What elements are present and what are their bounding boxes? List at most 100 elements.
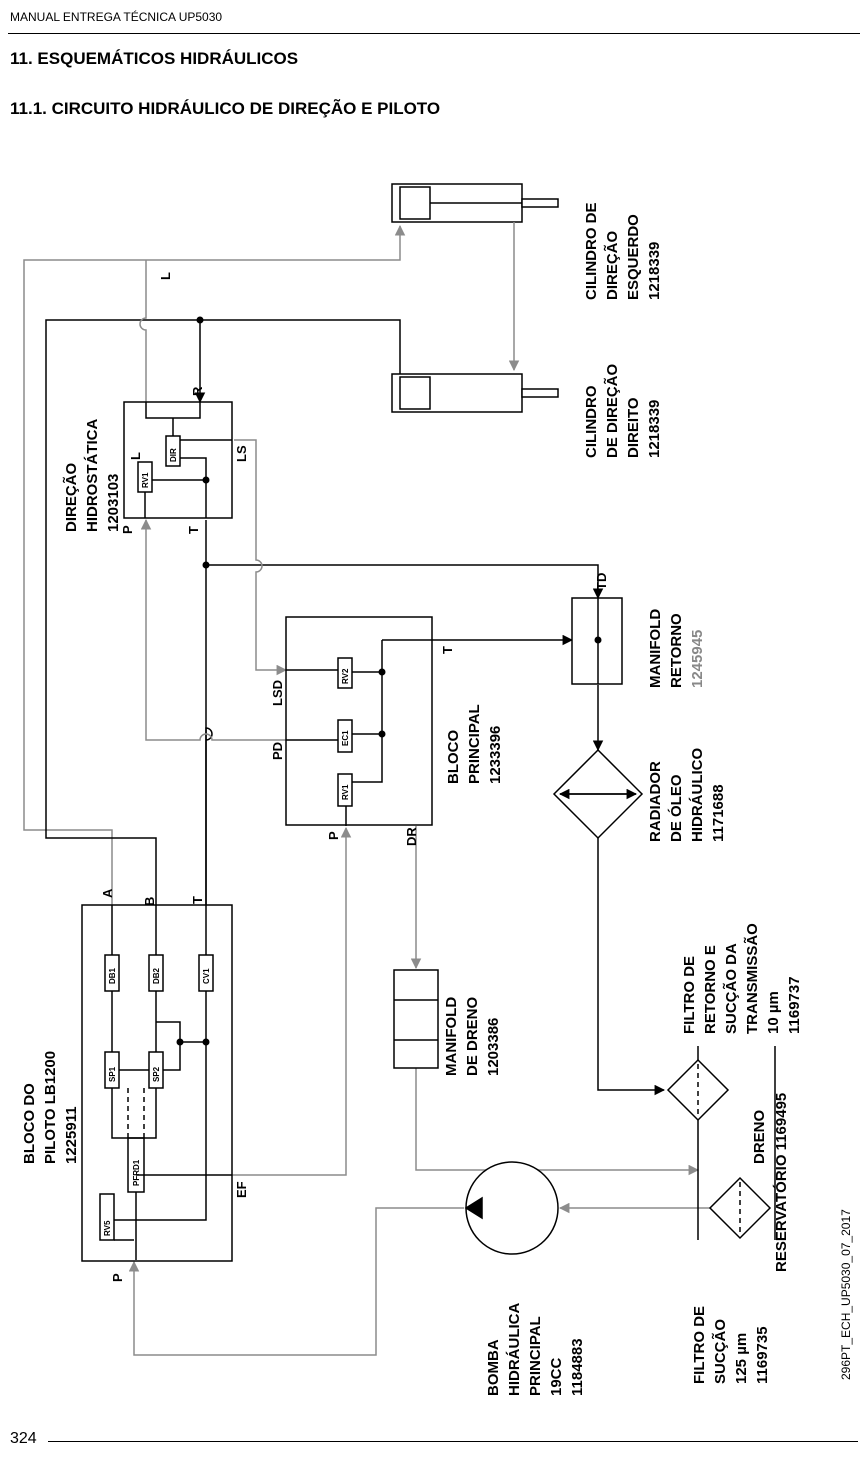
cyl-left-line2: DIREÇÃO xyxy=(603,230,621,300)
port-T-main: T xyxy=(440,646,455,654)
drain-manifold-line2: DE DRENO xyxy=(464,996,481,1076)
pump-line2: HIDRÁULICA xyxy=(506,1303,523,1396)
steering-line1: DIREÇÃO xyxy=(62,462,80,532)
document-code: 296PT_ECH_UP5030_07_2017 xyxy=(839,1209,853,1380)
svg-text:MANIFOLD RETORNO 1: MANIFOLD RETORNO 1245945 xyxy=(647,605,706,688)
port-T-pilot: T xyxy=(190,896,205,904)
suction-filter-line3: 125 µm xyxy=(733,1333,750,1384)
component-labels: CILINDRO DE DIREÇÃO ESQUERDO 1218339 CIL… xyxy=(21,198,853,1397)
svg-text:FILTRO DE RETORNO E: FILTRO DE RETORNO E SUCÇÃO DA TRANSMISSÃ… xyxy=(681,919,803,1034)
pump-line3: PRINCIPAL xyxy=(527,1316,544,1396)
radiator-line3: HIDRÁULICO xyxy=(689,748,706,842)
return-filter-line4: TRANSMISSÃO xyxy=(743,923,761,1034)
main-block-line2: PRINCIPAL xyxy=(466,704,483,784)
return-filter-line5: 10 µm xyxy=(765,991,782,1034)
valve-rv1-main: RV1 xyxy=(341,784,350,800)
drain-label: DRENO xyxy=(751,1109,768,1164)
cyl-left-line4: 1218339 xyxy=(646,242,663,300)
pilot-block-line3: 1225911 xyxy=(63,1106,80,1164)
port-T-steer: T xyxy=(186,526,201,534)
valve-db2: DB2 xyxy=(152,967,161,984)
suction-filter-line4: 1169735 xyxy=(754,1326,771,1384)
port-DR: DR xyxy=(404,827,419,846)
valve-ec1: EC1 xyxy=(341,730,350,746)
valve-cv1: CV1 xyxy=(202,968,211,984)
drain-manifold-line3: 1203386 xyxy=(485,1018,502,1076)
radiator-line2: DE ÓLEO xyxy=(667,774,685,842)
cyl-right-line2: DE DIREÇÃO xyxy=(603,363,621,458)
port-P-pilot: P xyxy=(110,1273,125,1282)
left-steering-cylinder xyxy=(391,183,559,223)
reservoir-label: RESERVATÓRIO 1169495 xyxy=(772,1093,790,1272)
return-filter-line1: FILTRO DE xyxy=(681,956,698,1034)
return-filter xyxy=(666,1058,730,1122)
suction-filter-line1: FILTRO DE xyxy=(691,1306,708,1384)
main-block-line1: BLOCO xyxy=(445,730,462,784)
main-pump xyxy=(464,1161,559,1255)
pump-line1: BOMBA xyxy=(485,1339,502,1396)
section-title: 11. ESQUEMÁTICOS HIDRÁULICOS xyxy=(10,49,299,68)
radiator-line4: 1171688 xyxy=(710,784,727,842)
page-number: 324 xyxy=(10,1430,37,1447)
pilot-block-line2: PILOTO LB1200 xyxy=(42,1051,59,1164)
port-L-top: L xyxy=(158,272,173,280)
port-LS: LS xyxy=(234,445,249,462)
pump-line4: 19CC xyxy=(548,1357,565,1396)
valve-rv2: RV2 xyxy=(341,668,350,684)
hydraulic-lines xyxy=(23,224,710,1356)
return-filter-line2: RETORNO E xyxy=(702,945,719,1034)
valve-db1: DB1 xyxy=(108,967,117,984)
port-labels: L R L LS P T TD T LSD PD P DR A B T EF P xyxy=(100,272,609,1282)
port-LSD: LSD xyxy=(270,680,285,706)
main-block-line3: 1233396 xyxy=(487,726,504,784)
valve-rv5: RV5 xyxy=(103,1220,112,1236)
steering-line3: 1203103 xyxy=(105,474,122,532)
hydrostatic-steering-unit xyxy=(123,401,233,519)
return-manifold-line2: RETORNO xyxy=(668,613,685,688)
radiator-line1: RADIADOR xyxy=(647,761,664,842)
footer-divider xyxy=(48,1441,858,1442)
drain-manifold xyxy=(393,969,439,1069)
header-divider xyxy=(8,33,860,34)
section-subtitle: 11.1. CIRCUITO HIDRÁULICO DE DIREÇÃO E P… xyxy=(10,99,441,118)
pilot-block-line1: BLOCO DO xyxy=(21,1083,38,1164)
manual-title: MANUAL ENTREGA TÉCNICA UP5030 xyxy=(10,10,223,24)
cyl-right-line1: CILINDRO xyxy=(583,385,600,458)
port-P-main: P xyxy=(326,831,341,840)
valve-pfrd1: PFRD1 xyxy=(132,1159,141,1186)
valve-dir: DIR xyxy=(169,448,178,462)
valve-rv1-steer: RV1 xyxy=(141,472,150,488)
svg-text:BLOCO PRINCIPAL 12: BLOCO PRINCIPAL 1233396 xyxy=(445,700,504,784)
port-TD: TD xyxy=(594,573,609,590)
svg-text:FILTRO DE SUCÇÃO 1: FILTRO DE SUCÇÃO 125 µm 1169735 xyxy=(691,1302,771,1384)
cyl-left-line1: CILINDRO DE xyxy=(583,203,600,301)
main-block xyxy=(285,616,433,826)
cyl-right-line4: 1218339 xyxy=(646,400,663,458)
svg-text:BOMBA HIDRÁULICA P: BOMBA HIDRÁULICA PRINCIPAL 19CC 1184883 xyxy=(485,1299,586,1396)
valve-sp2: SP2 xyxy=(152,1066,161,1082)
pump-line5: 1184883 xyxy=(569,1338,586,1396)
svg-text:RADIADOR DE ÓLEO H: RADIADOR DE ÓLEO HIDRÁULICO 1171688 xyxy=(647,744,727,842)
return-manifold-line1: MANIFOLD xyxy=(647,609,664,688)
right-steering-cylinder xyxy=(391,373,559,413)
pilot-block xyxy=(81,904,233,1262)
radiator xyxy=(552,748,644,840)
port-P-steer: P xyxy=(120,525,135,534)
port-R: R xyxy=(190,386,205,396)
return-filter-line6: 1169737 xyxy=(786,976,803,1034)
svg-text:CILINDRO DE DIREÇÃO: CILINDRO DE DIREÇÃO ESQUERDO 1218339 xyxy=(583,198,663,300)
cyl-right-line3: DIREITO xyxy=(625,397,642,458)
suction-filter xyxy=(708,1176,772,1240)
cyl-left-line3: ESQUERDO xyxy=(625,214,642,300)
port-A: A xyxy=(100,888,115,898)
port-PD: PD xyxy=(270,742,285,760)
return-manifold-code: 1245945 xyxy=(689,630,706,688)
svg-text:BLOCO DO PILOTO LB1200: BLOCO DO PILOTO LB1200 1225911 xyxy=(21,1047,80,1164)
return-filter-line3: SUCÇÃO DA xyxy=(722,943,740,1034)
suction-filter-line2: SUCÇÃO xyxy=(711,1319,729,1384)
drain-manifold-line1: MANIFOLD xyxy=(443,997,460,1076)
port-EF: EF xyxy=(234,1181,249,1198)
steering-line2: HIDROSTÁTICA xyxy=(84,419,101,532)
svg-text:DIREÇÃO HIDROSTÁTICA: DIREÇÃO HIDROSTÁTICA 1203103 xyxy=(62,415,122,532)
